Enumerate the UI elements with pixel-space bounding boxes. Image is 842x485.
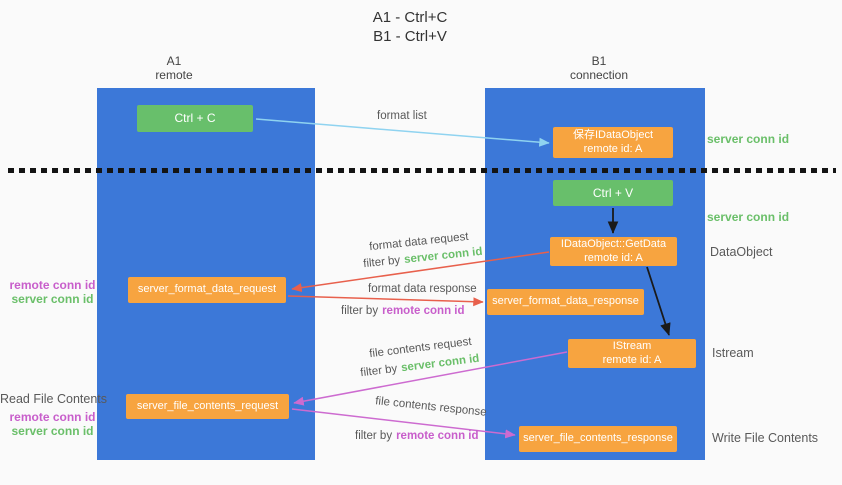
remote-conn-id-text: remote conn id	[382, 305, 465, 317]
separator-dotted-line	[8, 168, 836, 173]
box-ctrl-c-label: Ctrl + C	[174, 111, 216, 126]
write-file-contents-annotation: Write File Contents	[712, 431, 819, 445]
box-ctrl-v-label: Ctrl + V	[592, 185, 634, 200]
server-conn-id-text: server conn id	[400, 352, 480, 375]
format-data-response-label: format data response	[368, 283, 477, 295]
server-conn-id-annotation-mid: server conn id	[707, 210, 790, 224]
box-save-idataobject-line2: remote id: A	[583, 142, 643, 155]
box-ctrl-c: Ctrl + C	[137, 105, 253, 132]
box-istream: IStream remote id: A	[568, 339, 696, 368]
filter-by-text: filter by	[355, 430, 393, 442]
format-list-label: format list	[377, 110, 427, 122]
box-idataobject-getdata-line2: remote id: A	[584, 251, 643, 264]
filter-by-text: filter by	[359, 362, 398, 380]
title-line-2: B1 - Ctrl+V	[373, 28, 447, 45]
file-contents-response-label: file contents response	[374, 395, 488, 419]
dataobject-annotation: DataObject	[710, 245, 773, 259]
remote-conn-id-annotation-1: remote conn id	[9, 278, 96, 292]
box-save-idataobject-line1: 保存IDataObject	[572, 129, 654, 142]
box-server-format-data-request: server_format_data_request	[128, 277, 286, 303]
box-server-file-contents-response-label: server_file_contents_response	[523, 432, 673, 445]
istream-annotation: Istream	[712, 346, 754, 360]
lane-a1-role: remote	[155, 68, 193, 82]
box-server-file-contents-response: server_file_contents_response	[519, 426, 677, 452]
box-ctrl-v: Ctrl + V	[553, 180, 673, 206]
server-conn-id-annotation-2: server conn id	[11, 424, 94, 438]
box-server-format-data-response: server_format_data_response	[487, 289, 644, 315]
box-server-format-data-request-label: server_format_data_request	[137, 283, 277, 296]
format-data-response-arrow	[287, 295, 484, 307]
box-server-format-data-response-label: server_format_data_response	[492, 295, 639, 308]
conn-id-annotation-group-2: remote conn id server conn id	[0, 410, 105, 438]
box-save-idataobject: 保存IDataObject remote id: A	[553, 127, 673, 158]
server-conn-id-text: server conn id	[403, 245, 484, 266]
conn-id-annotation-group-1: remote conn id server conn id	[0, 278, 105, 306]
box-istream-line2: remote id: A	[602, 353, 662, 366]
server-conn-id-annotation-1: server conn id	[11, 292, 94, 306]
lane-a1-name: A1	[166, 54, 182, 68]
remote-conn-id-text: remote conn id	[396, 430, 479, 442]
box-server-file-contents-request: server_file_contents_request	[126, 394, 289, 419]
remote-conn-id-annotation-2: remote conn id	[9, 410, 96, 424]
lane-b1-role: connection	[569, 68, 629, 82]
title-line-1: A1 - Ctrl+C	[372, 9, 448, 26]
box-istream-line1: IStream	[612, 340, 652, 353]
lane-a1-header: A1 remote	[124, 54, 224, 82]
page-title: A1 - Ctrl+C B1 - Ctrl+V	[0, 8, 820, 46]
box-server-file-contents-request-label: server_file_contents_request	[136, 399, 279, 412]
box-idataobject-getdata-line1: IDataObject::GetData	[560, 238, 667, 251]
box-idataobject-getdata: IDataObject::GetData remote id: A	[550, 237, 677, 266]
lane-b1-name: B1	[591, 54, 607, 68]
read-file-contents-annotation: Read File Contents	[0, 392, 108, 406]
server-conn-id-annotation-top: server conn id	[707, 132, 790, 146]
lane-b1-header: B1 connection	[549, 54, 649, 82]
filter-by-text: filter by	[362, 254, 401, 271]
filter-by-text: filter by	[341, 305, 379, 317]
